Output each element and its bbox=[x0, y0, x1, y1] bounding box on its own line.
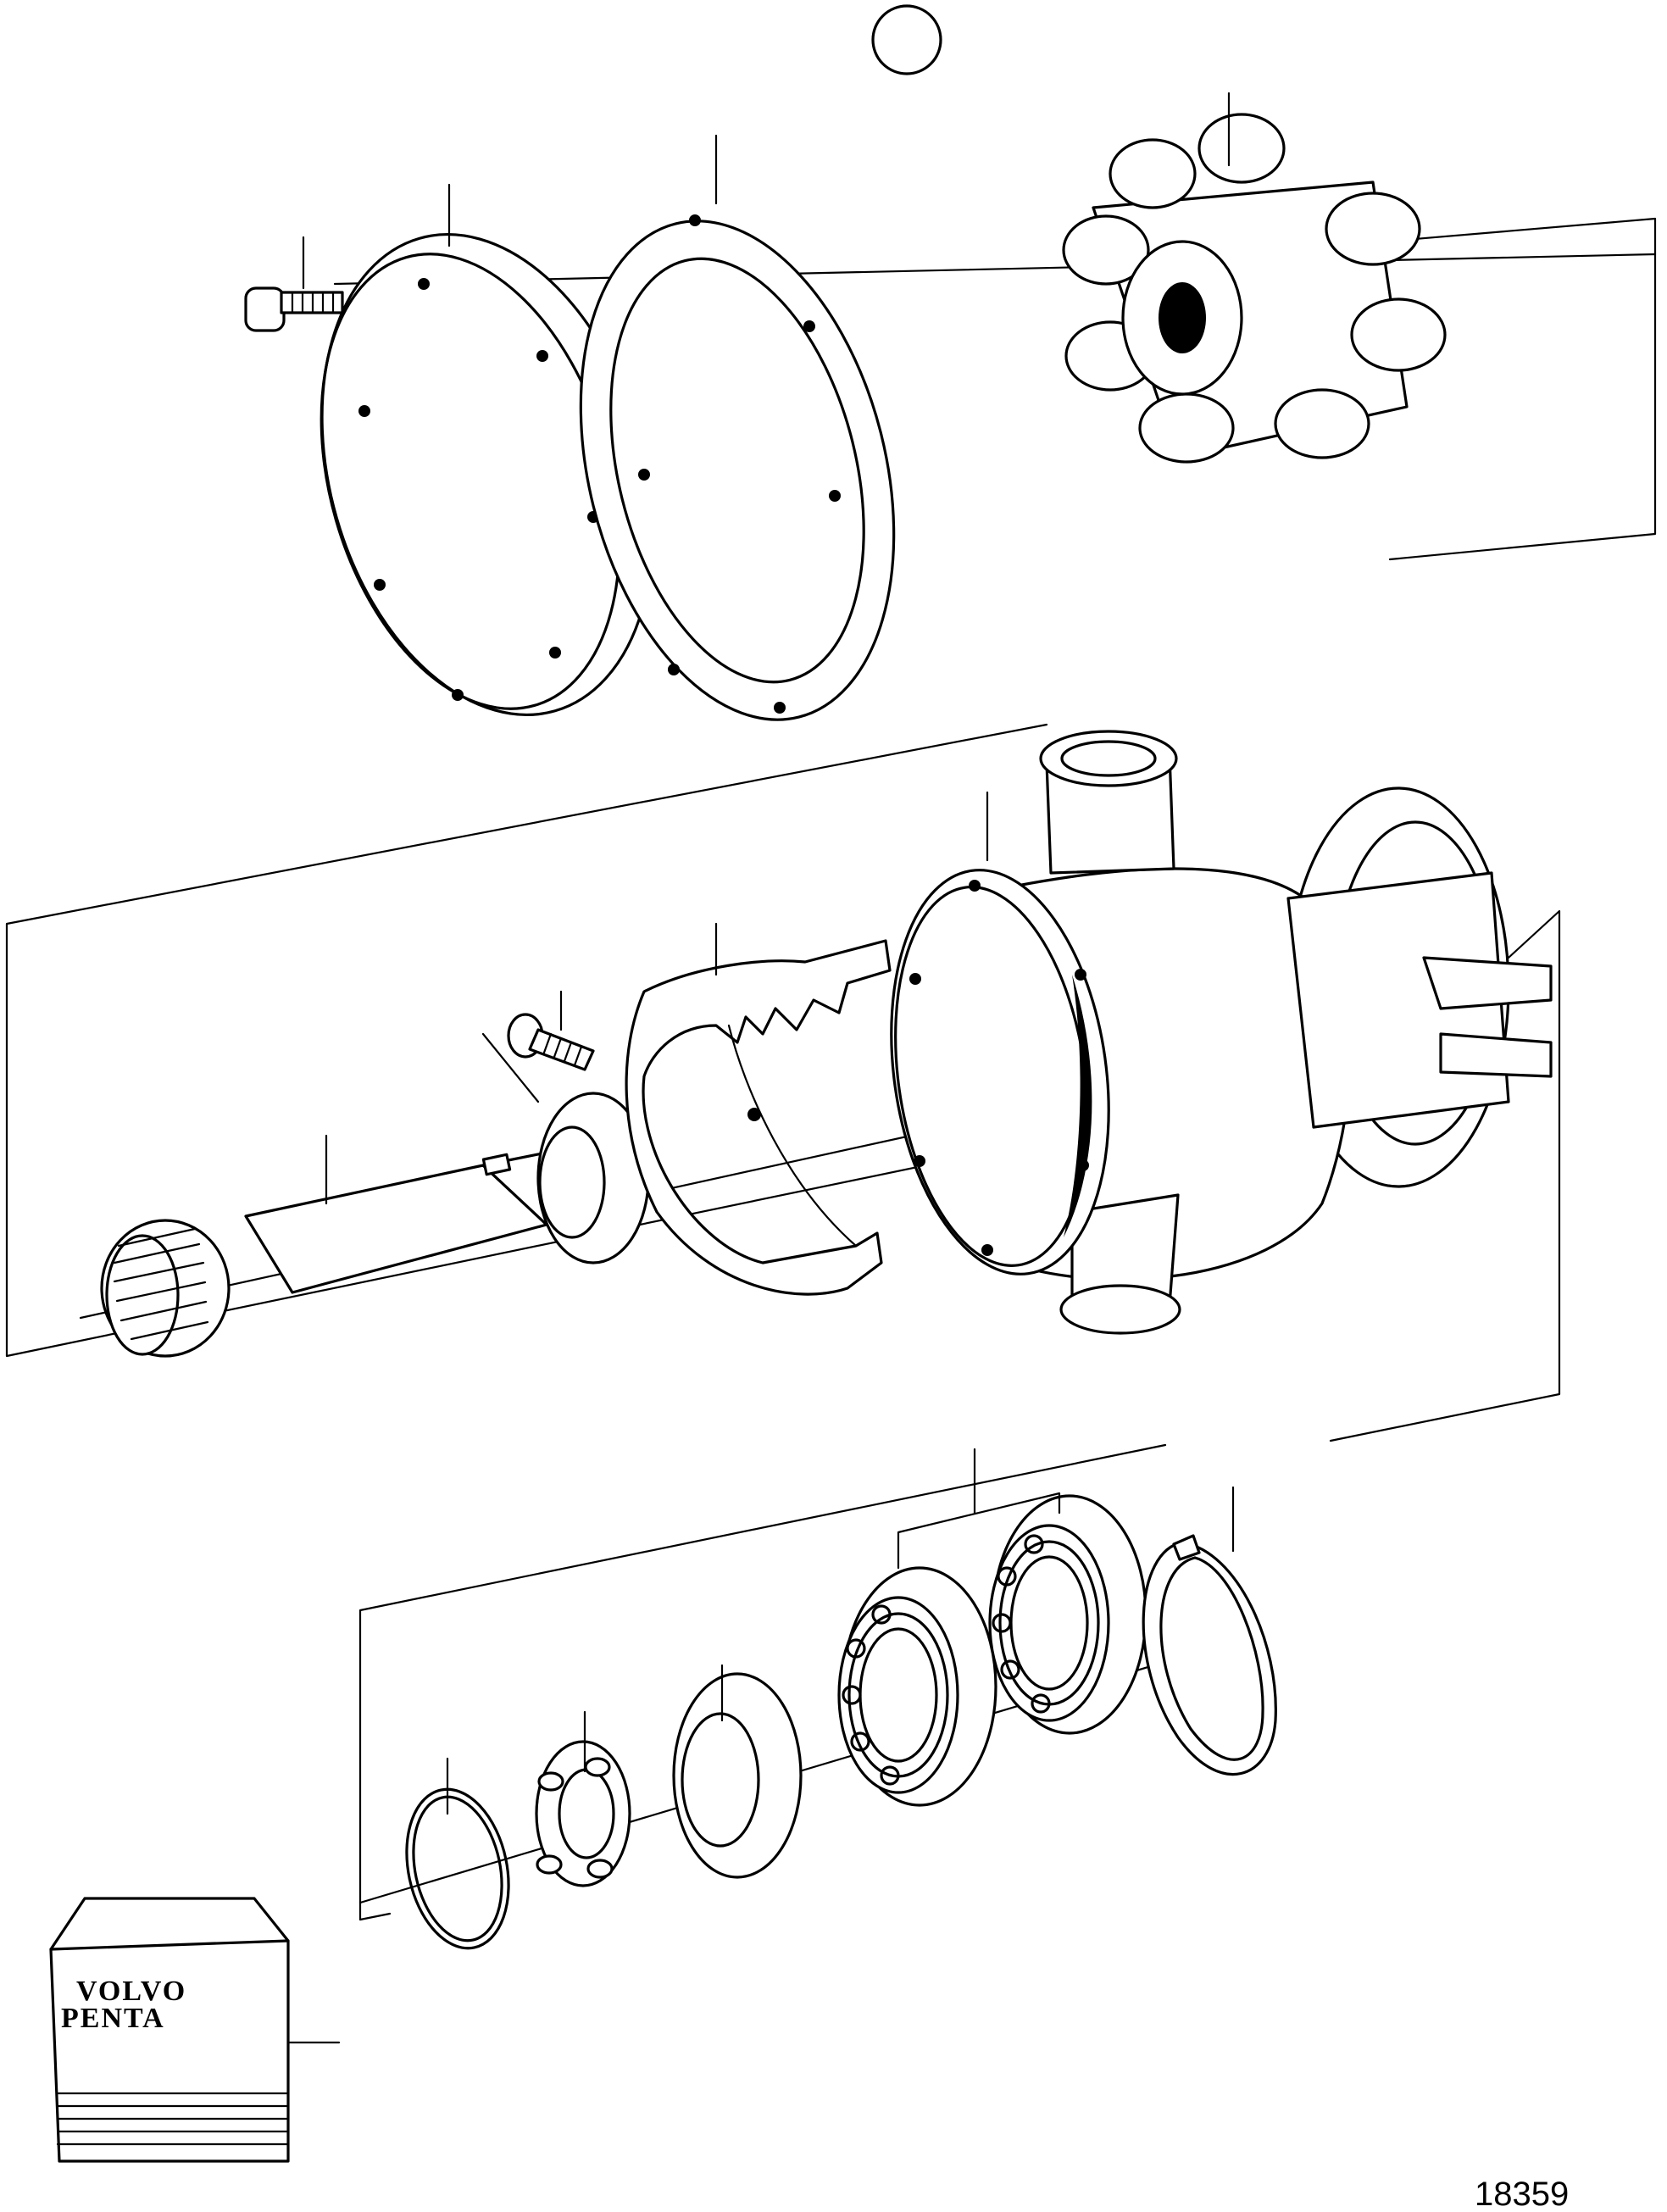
kit-brand-line-1: VOLVO bbox=[76, 1976, 186, 2007]
axis-line-top bbox=[333, 253, 1657, 286]
o-ring bbox=[405, 1787, 510, 1950]
impeller bbox=[1062, 113, 1447, 464]
group-cover-impeller bbox=[244, 92, 1657, 721]
circlip bbox=[1142, 1534, 1277, 1776]
pump-housing bbox=[890, 730, 1553, 1335]
cover-plate bbox=[320, 233, 654, 716]
assembly-frame-middle bbox=[5, 723, 1091, 1358]
assembly-frame-bottom bbox=[358, 1443, 1167, 1921]
leader-line-bearings bbox=[897, 1492, 1061, 1570]
group-shaft-housing bbox=[5, 723, 1561, 1442]
service-kit-package: VOLVO PENTA bbox=[49, 1897, 290, 2163]
shaft-seal bbox=[536, 1092, 650, 1264]
cam-plate bbox=[625, 939, 892, 1296]
figure-reference-number: 18359 bbox=[1475, 2176, 1569, 2212]
cam-screw bbox=[507, 1013, 595, 1071]
group-bearings bbox=[358, 1443, 1277, 1950]
bearing-seal bbox=[672, 1672, 803, 1879]
lock-washer bbox=[535, 1740, 631, 1887]
leader-line-seal bbox=[481, 1032, 540, 1103]
cover-bolt bbox=[244, 286, 344, 332]
cover-gasket bbox=[579, 214, 896, 721]
kit-brand-line-2: PENTA bbox=[61, 2003, 165, 2034]
ball-bearing-front bbox=[837, 1566, 997, 1807]
ball-bearing-rear bbox=[988, 1494, 1147, 1735]
index-circle-marker bbox=[871, 4, 942, 75]
